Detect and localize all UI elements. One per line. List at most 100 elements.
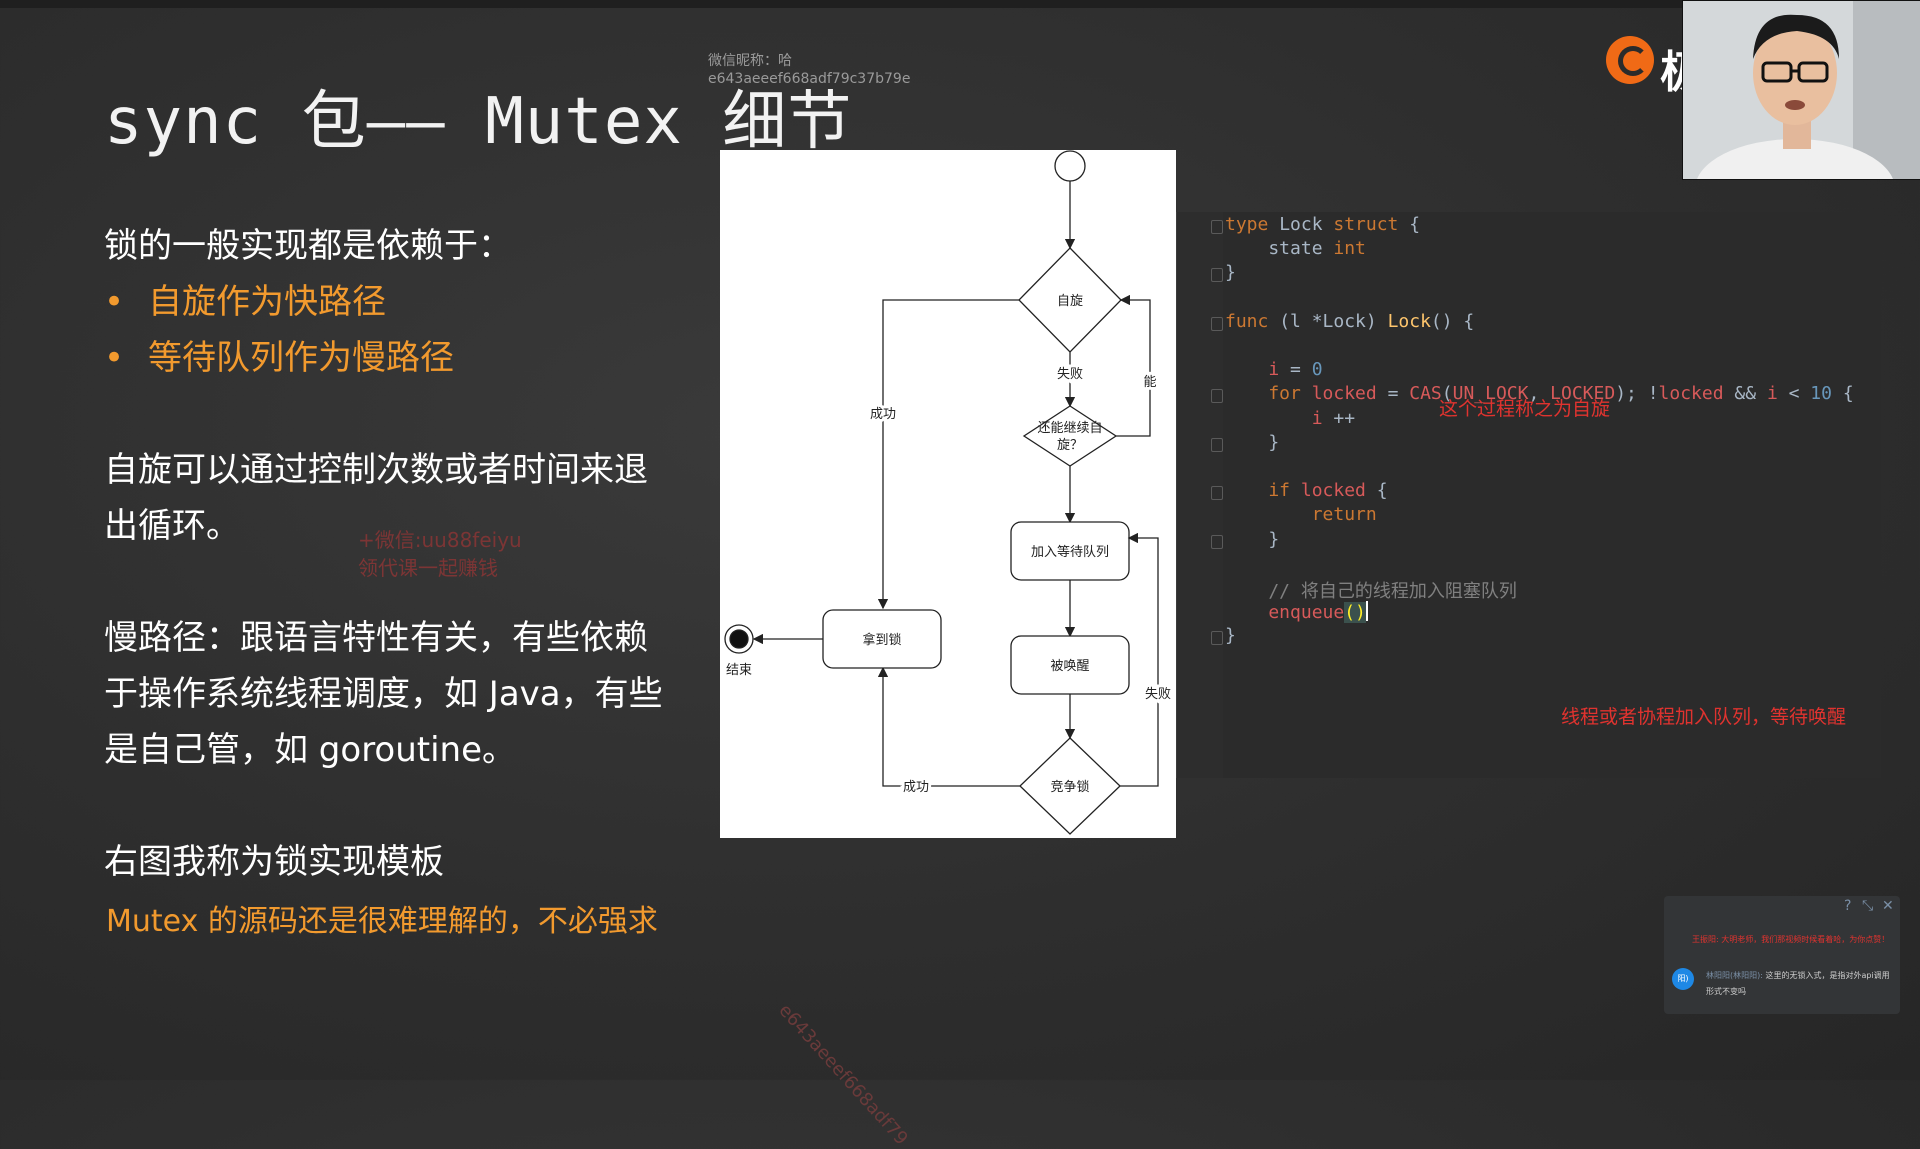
code-token: } bbox=[1225, 262, 1236, 284]
code-token: < bbox=[1777, 383, 1811, 405]
intro-text: 锁的一般实现都是依赖于： bbox=[104, 226, 512, 266]
code-token: int bbox=[1333, 238, 1366, 260]
code-line[interactable]: func (l *Lock) Lock() { bbox=[1225, 311, 1474, 332]
fold-marker-icon[interactable] bbox=[1211, 220, 1223, 234]
fold-marker-icon[interactable] bbox=[1211, 389, 1223, 404]
fold-marker-icon[interactable] bbox=[1211, 534, 1223, 549]
code-token: () { bbox=[1430, 310, 1475, 332]
edge-can-label: 能 bbox=[1143, 375, 1156, 390]
code-token: , bbox=[1528, 383, 1551, 405]
code-token: Lock bbox=[1279, 214, 1334, 235]
diagonal-watermark: e643aeeef668adf79 bbox=[774, 1000, 912, 1149]
code-token: } bbox=[1225, 528, 1280, 550]
faint-red-line-1: +微信:uu88feiyu bbox=[358, 528, 522, 552]
node-spin-label: 自旋 bbox=[1057, 294, 1083, 309]
bullet-slow-path: • 等待队列作为慢路径 bbox=[104, 330, 454, 386]
code-token: 0 bbox=[1311, 359, 1323, 381]
end-node-inner bbox=[729, 629, 749, 649]
code-token: ); ! bbox=[1615, 383, 1659, 405]
code-token: } bbox=[1225, 625, 1236, 647]
fold-marker-icon[interactable] bbox=[1211, 316, 1223, 331]
code-token: ( bbox=[1441, 383, 1453, 405]
edge-can-loop bbox=[1116, 294, 1151, 437]
code-line[interactable]: state int bbox=[1225, 238, 1366, 259]
code-line[interactable]: i ++ bbox=[1225, 408, 1355, 429]
note-enqueue: 线程或者协程加入队列，等待唤醒 bbox=[1561, 706, 1847, 728]
help-icon[interactable]: ? bbox=[1844, 898, 1852, 914]
code-line[interactable]: } bbox=[1225, 262, 1236, 283]
chat-message-2: 林阳阳(林阳阳): 这里的无锁入式，是指对外api调用形式不变吗 bbox=[1706, 968, 1896, 1000]
chat-message-1: 王振阳: 大明老师，我们那视频时候看着哈，为你点赞！ bbox=[1692, 935, 1890, 944]
code-token: // 将自己的线程加入阻塞队列 bbox=[1225, 581, 1517, 602]
node-compete-label: 竞争锁 bbox=[1050, 779, 1089, 795]
edge-success1-label: 成功 bbox=[870, 407, 896, 422]
code-token: CAS bbox=[1409, 383, 1442, 405]
code-token: 10 bbox=[1810, 383, 1832, 405]
text-cursor bbox=[1365, 601, 1368, 622]
code-token: = bbox=[1376, 383, 1410, 405]
edge-success2-label: 成功 bbox=[903, 780, 929, 795]
code-token: locked bbox=[1300, 480, 1366, 502]
edge-fail2-label: 失败 bbox=[1145, 687, 1171, 702]
code-line[interactable]: i = 0 bbox=[1225, 359, 1323, 381]
fold-marker-icon[interactable] bbox=[1211, 268, 1223, 283]
code-line[interactable]: enqueue() bbox=[1225, 601, 1368, 624]
node-end-label: 结束 bbox=[726, 663, 752, 678]
bullet-slow-path-text: 等待队列作为慢路径 bbox=[148, 338, 454, 378]
fold-marker-icon[interactable] bbox=[1211, 486, 1223, 501]
slow-paragraph: 慢路径：跟语言特性有关，有些依赖 于操作系统线程调度，如 Java，有些 是自己… bbox=[104, 610, 663, 778]
top-band bbox=[0, 0, 1920, 8]
editor-gutter bbox=[1177, 212, 1223, 778]
code-token bbox=[1225, 359, 1268, 380]
edge-fail1-label: 失败 bbox=[1057, 367, 1083, 382]
code-token: () bbox=[1344, 602, 1366, 624]
code-token: enqueue bbox=[1225, 602, 1345, 624]
code-line[interactable]: if locked { bbox=[1225, 480, 1388, 502]
code-line[interactable]: } bbox=[1225, 432, 1279, 453]
node-got-lock-label: 拿到锁 bbox=[862, 632, 901, 648]
code-line[interactable]: return bbox=[1225, 504, 1377, 525]
node-woken-label: 被唤醒 bbox=[1050, 659, 1089, 674]
flowchart-svg: 自旋 失败 还能继续自 旋？ 能 成功 加入等待队列 被唤醒 竞争锁 失败 成功… bbox=[724, 150, 1174, 835]
bullet-fast-path-text: 自旋作为快路径 bbox=[148, 282, 386, 322]
webcam-feed[interactable] bbox=[1682, 0, 1920, 180]
code-token: { bbox=[1409, 214, 1421, 235]
watermark-line-2: e643aeeef668adf79c37b79e bbox=[708, 71, 911, 87]
code-line[interactable]: } bbox=[1225, 625, 1236, 646]
code-token: if bbox=[1225, 480, 1301, 502]
bullet-dot: • bbox=[104, 338, 125, 378]
code-token: UN_LOCK bbox=[1452, 383, 1529, 405]
code-editor-panel[interactable]: type Lock struct { state int} func (l *Lo… bbox=[1176, 212, 1881, 778]
code-line[interactable]: type Lock struct { bbox=[1225, 214, 1420, 235]
canspin-diamond bbox=[1022, 405, 1118, 467]
slide-title: sync 包—— Mutex 细节 bbox=[104, 85, 853, 159]
edge-fail-retry bbox=[1120, 532, 1159, 787]
expand-icon[interactable]: ⤡ bbox=[1862, 898, 1874, 914]
close-icon[interactable]: ✕ bbox=[1882, 898, 1894, 914]
code-token: locked bbox=[1311, 383, 1377, 405]
code-token: } bbox=[1225, 431, 1280, 453]
code-token: return bbox=[1225, 504, 1377, 526]
presenter-image bbox=[1683, 1, 1920, 179]
chat-popup[interactable]: ? ⤡ ✕ 王振阳: 大明老师，我们那视频时候看着哈，为你点赞！ 阳) 林阳阳(… bbox=[1664, 896, 1900, 1014]
code-token: type bbox=[1225, 214, 1280, 235]
slow-line-2: 于操作系统线程调度，如 Java，有些 bbox=[104, 674, 663, 714]
code-line[interactable]: } bbox=[1225, 529, 1279, 550]
start-node bbox=[1054, 150, 1086, 182]
code-token: LOCKED bbox=[1550, 383, 1616, 405]
node-enqueue-label: 加入等待队列 bbox=[1031, 544, 1109, 560]
code-token: { bbox=[1365, 480, 1388, 502]
code-token bbox=[1225, 408, 1312, 429]
code-token: i bbox=[1268, 359, 1280, 381]
code-token: Lock bbox=[1387, 310, 1431, 332]
code-line[interactable]: // 将自己的线程加入阻塞队列 bbox=[1225, 577, 1517, 603]
fold-marker-icon[interactable] bbox=[1211, 631, 1223, 646]
fold-marker-icon[interactable] bbox=[1211, 437, 1223, 452]
code-line[interactable]: for locked = CAS(UN_LOCK, LOCKED); !lock… bbox=[1225, 383, 1853, 405]
brand-logo-icon bbox=[1606, 36, 1654, 84]
faint-red-watermark: +微信:uu88feiyu 领代课一起赚钱 bbox=[358, 526, 522, 582]
code-token: ++ bbox=[1322, 407, 1356, 429]
edge-success-spin bbox=[877, 299, 1019, 610]
chat-message-2-name: 林阳阳(林阳阳): bbox=[1706, 971, 1763, 980]
note-spin: 这个过程称之为自旋 bbox=[1439, 398, 1611, 420]
